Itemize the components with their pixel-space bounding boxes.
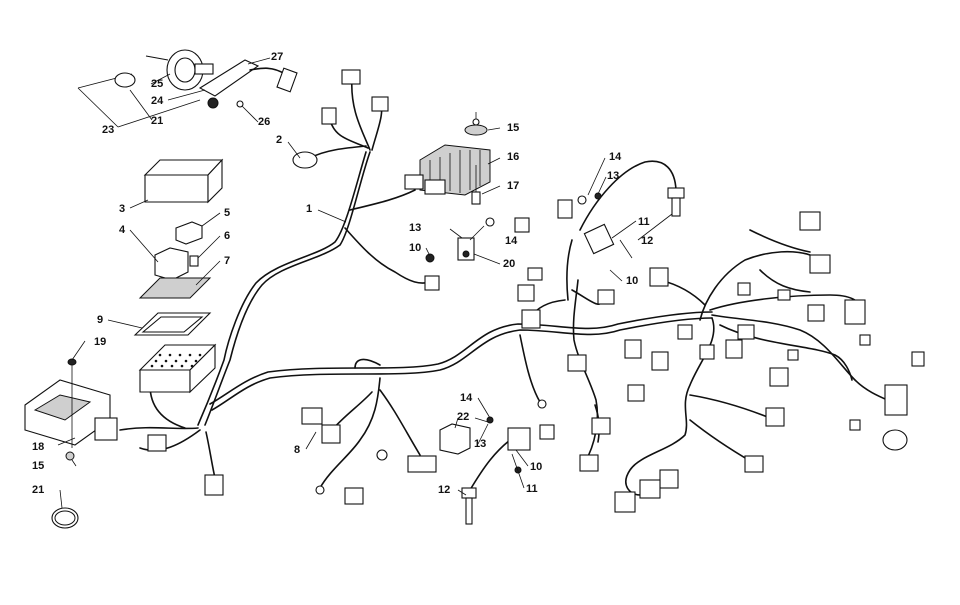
callout-23: 23 bbox=[102, 124, 115, 136]
callout-13-b: 13 bbox=[409, 222, 422, 234]
callout-13-c: 13 bbox=[474, 438, 487, 450]
callout-14-c: 14 bbox=[460, 392, 473, 404]
washer-15-bottom bbox=[65, 451, 75, 461]
callout-1: 1 bbox=[306, 203, 313, 215]
callout-27: 27 bbox=[271, 51, 284, 63]
bolt-17 bbox=[471, 165, 481, 205]
callout-2: 2 bbox=[276, 134, 283, 146]
callout-15-a: 15 bbox=[507, 122, 520, 134]
callout-8: 8 bbox=[294, 444, 301, 456]
relay-22 bbox=[439, 423, 471, 455]
callout-10-b: 10 bbox=[626, 275, 639, 287]
callout-6: 6 bbox=[224, 230, 231, 242]
callout-13-a: 13 bbox=[607, 170, 620, 182]
washer-15-top bbox=[464, 112, 488, 136]
callout-19: 19 bbox=[94, 336, 107, 348]
callout-22: 22 bbox=[457, 411, 470, 423]
callout-10-c: 10 bbox=[530, 461, 543, 473]
callout-25: 25 bbox=[151, 78, 164, 90]
gasket-9 bbox=[133, 312, 212, 336]
callout-24: 24 bbox=[151, 95, 164, 107]
clamp-21-bottom bbox=[51, 507, 79, 529]
key-switch-assembly bbox=[114, 49, 298, 109]
callout-11-a: 11 bbox=[638, 216, 650, 228]
callout-21-a: 21 bbox=[151, 115, 164, 127]
callout-5: 5 bbox=[224, 207, 231, 219]
fuse-box-cover bbox=[143, 158, 224, 204]
callout-20: 20 bbox=[503, 258, 516, 270]
callout-14-a: 14 bbox=[609, 151, 622, 163]
sensor-11-bottom bbox=[461, 416, 531, 525]
relay-5 bbox=[175, 221, 203, 245]
sensor-20 bbox=[425, 217, 495, 263]
harness-connectors bbox=[292, 69, 925, 513]
callout-3: 3 bbox=[119, 203, 126, 215]
callout-15-b: 15 bbox=[32, 460, 45, 472]
callout-17: 17 bbox=[507, 180, 520, 192]
callout-26: 26 bbox=[258, 116, 271, 128]
bolt-19 bbox=[67, 358, 77, 448]
ecu-module bbox=[24, 379, 224, 496]
fuse-6 bbox=[189, 255, 199, 267]
callout-16: 16 bbox=[507, 151, 520, 163]
callout-10-a: 10 bbox=[409, 242, 422, 254]
sensor-11-top bbox=[577, 187, 685, 259]
callout-12-b: 12 bbox=[438, 484, 451, 496]
leader-lines bbox=[57, 57, 673, 509]
callout-21-b: 21 bbox=[32, 484, 45, 496]
callout-18: 18 bbox=[32, 441, 45, 453]
fuse-label-7 bbox=[138, 277, 212, 299]
callout-14-b: 14 bbox=[505, 235, 518, 247]
callout-9: 9 bbox=[97, 314, 104, 326]
voltage-regulator bbox=[404, 144, 491, 196]
callout-4: 4 bbox=[119, 224, 126, 236]
fuse-block-base bbox=[138, 343, 217, 394]
callout-7: 7 bbox=[224, 255, 231, 267]
callout-12-a: 12 bbox=[641, 235, 654, 247]
callout-11-b: 11 bbox=[526, 483, 538, 495]
